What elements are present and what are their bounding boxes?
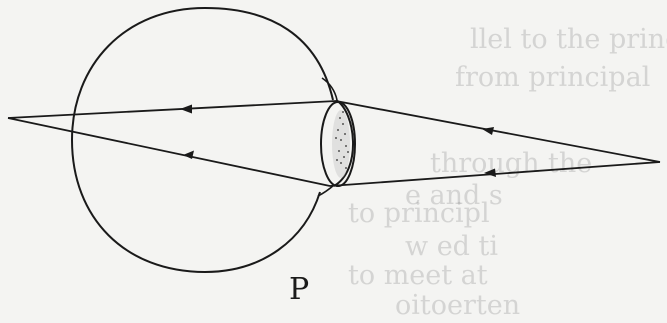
show-through-text: llel to the principal from principal thr… <box>348 24 667 321</box>
bleed-line-1: llel to the principal <box>470 24 667 55</box>
arrow-lower-inside <box>183 150 194 159</box>
eye-lens <box>320 101 356 187</box>
bleed-line-7: to meet at <box>348 260 488 291</box>
bleed-line-8: oitoerten <box>395 290 520 321</box>
cornea <box>333 99 354 187</box>
eyeball-outline <box>70 6 334 274</box>
bleed-line-5: to principl <box>348 198 490 229</box>
bleed-line-6: w ed ti <box>405 231 498 262</box>
bleed-line-2: from principal <box>455 62 650 93</box>
ray-lower-inside <box>7 117 331 187</box>
ray-upper-outside <box>335 100 661 163</box>
arrow-upper-outside <box>482 127 494 135</box>
figure-label: P <box>289 272 310 307</box>
arrow-lower-outside <box>484 168 496 177</box>
ray-upper-inside <box>7 100 337 119</box>
arrow-upper-inside <box>180 104 192 114</box>
bleed-line-3: through the <box>430 148 592 179</box>
cornea-junction-top <box>321 77 338 101</box>
ray-arrows <box>180 104 496 177</box>
bleed-line-4: e and s <box>405 180 503 211</box>
